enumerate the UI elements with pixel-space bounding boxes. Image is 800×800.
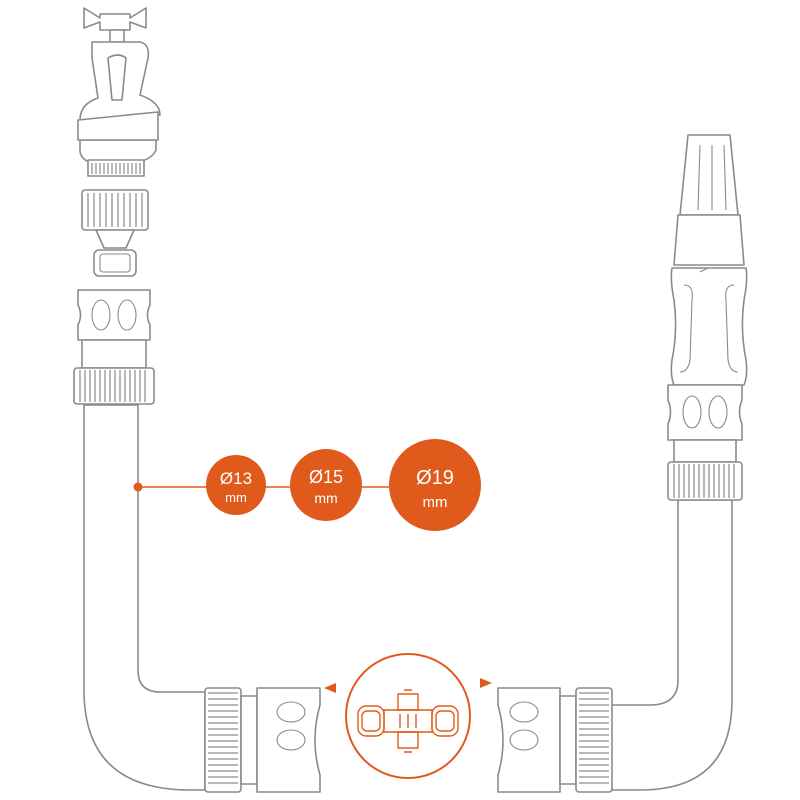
hose-left xyxy=(83,404,206,791)
tap-adapter-icon xyxy=(81,189,149,277)
size-badge-15: Ø15 mm xyxy=(290,449,362,521)
left-triangle-arrow-icon xyxy=(324,683,336,693)
hose-right xyxy=(609,499,733,791)
quick-connector-bottom-right xyxy=(497,687,613,793)
size-13-diameter: Ø13 xyxy=(220,469,252,488)
size-15-diameter: Ø15 xyxy=(309,467,343,487)
quick-connector-bottom-left xyxy=(204,687,321,793)
size-13-unit: mm xyxy=(225,490,247,505)
quick-connector-left-top xyxy=(73,289,155,405)
spray-nozzle-icon xyxy=(670,134,748,386)
callout-dot xyxy=(133,482,143,492)
size-badge-19: Ø19 mm xyxy=(389,439,481,531)
size-19-unit: mm xyxy=(423,494,448,511)
double-connector-icon xyxy=(345,653,471,779)
tap-icon xyxy=(77,7,161,177)
size-19-diameter: Ø19 xyxy=(416,467,454,489)
diameter-callout: Ø13 mm Ø15 mm Ø19 mm xyxy=(133,439,481,531)
quick-connector-right-top xyxy=(667,384,743,501)
size-badge-13: Ø13 mm xyxy=(206,455,266,515)
size-15-unit: mm xyxy=(314,490,337,506)
right-triangle-arrow-icon xyxy=(480,678,492,688)
